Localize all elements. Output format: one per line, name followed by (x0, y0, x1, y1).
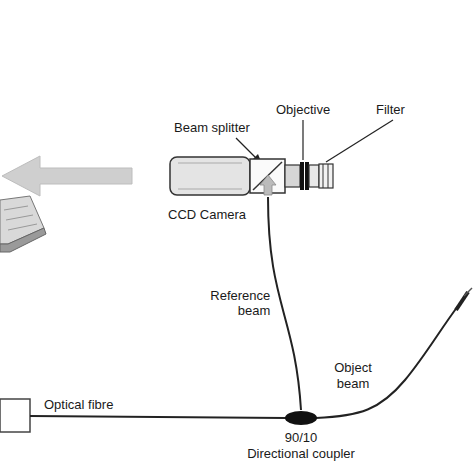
optical-fibre-line (30, 416, 286, 418)
directional-coupler: 90/10Directional coupler (284, 410, 318, 426)
part-label: Beam splitter (174, 120, 250, 136)
output-arrow (2, 156, 132, 196)
camera-assembly: CCD Camera (168, 155, 335, 197)
filter-leader (326, 120, 393, 162)
node-label: 90/10 (247, 430, 355, 446)
object-beam-fibre (316, 306, 458, 418)
part-label: Optical fibre (44, 397, 113, 413)
objective-leader (302, 120, 303, 160)
node-caption: 90/10Directional coupler (247, 426, 355, 461)
part-label: Object beam (326, 360, 380, 391)
node-label: Directional coupler (247, 446, 355, 462)
fibre-connector (268, 197, 301, 410)
directional-coupler-shape (284, 410, 318, 426)
part-label: Objective (276, 102, 330, 118)
camera-assembly-shape (168, 155, 335, 197)
node-label: CCD Camera (168, 207, 246, 223)
node-caption: CCD Camera (168, 197, 246, 223)
laptop (0, 196, 46, 252)
part-label: Filter (376, 102, 405, 118)
light-source (0, 399, 30, 432)
edge-label: Reference beam (198, 288, 270, 319)
fibre-probe (456, 288, 472, 310)
